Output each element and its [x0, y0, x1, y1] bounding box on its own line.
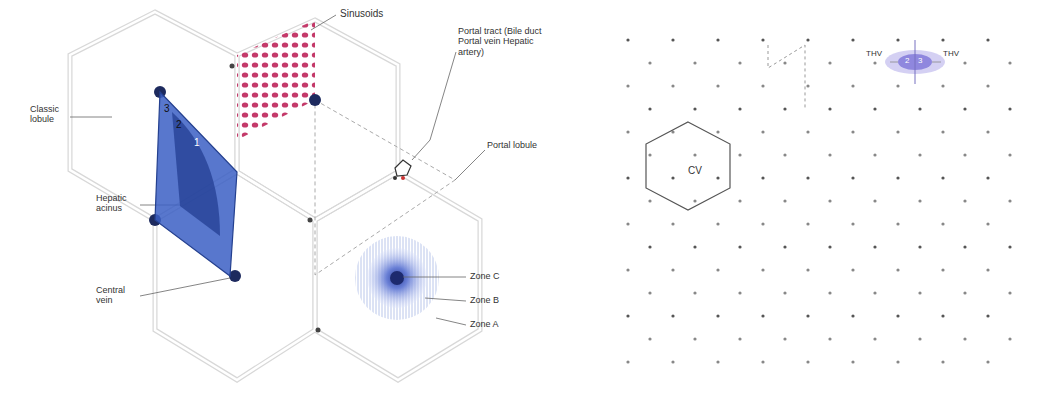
lobule-outline	[315, 172, 480, 380]
zone-number: 2	[176, 120, 182, 130]
zone-label: Zone A	[470, 319, 499, 329]
zone-c	[390, 271, 404, 285]
dot-grid	[626, 38, 1011, 363]
zone-number: 3	[164, 104, 170, 114]
hexagon-lobule: CV	[640, 118, 736, 214]
node-label: CV	[688, 166, 702, 176]
central-vein	[309, 94, 321, 106]
thv-label: THV	[866, 49, 882, 58]
zone-number: 2	[905, 56, 909, 65]
zone-label: Zone C	[470, 271, 500, 281]
zone-number: 1	[194, 138, 200, 148]
portal-lobule-label: Portal lobule	[487, 140, 537, 150]
portal-tract	[393, 160, 411, 180]
zone-number: 3	[918, 56, 922, 65]
acinus-label: Hepatic acinus	[96, 193, 140, 214]
central-vein-label: Central vein	[96, 285, 140, 306]
lobule-outline	[237, 20, 398, 220]
zone-a	[355, 236, 439, 320]
sinusoids-label: Sinusoids	[340, 8, 383, 20]
sinusoids	[237, 20, 315, 140]
portal-tract-label: Portal tract (Bile duct Portal vein Hepa…	[458, 26, 550, 57]
thv-label: THV	[943, 49, 959, 58]
acinus-ellipse	[885, 40, 945, 84]
hepatic-acinus: 32 1	[150, 86, 245, 282]
zone-b	[367, 248, 427, 308]
classic-lobule-label: Classic lobule	[30, 104, 72, 125]
zone-label: Zone B	[470, 295, 499, 305]
